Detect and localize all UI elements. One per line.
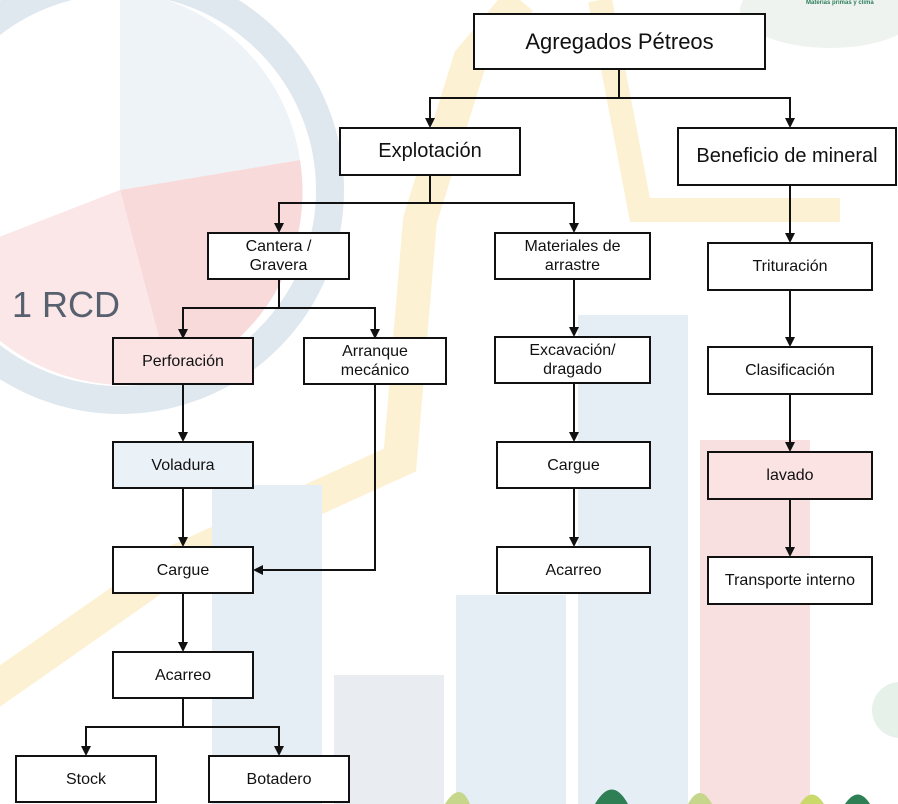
decor-bar-5 xyxy=(700,440,810,804)
leaf-icon xyxy=(845,794,870,804)
arrow-root-beneficio xyxy=(619,97,795,128)
node-clasificacion: Clasificación xyxy=(707,346,873,395)
arrow-root-explotacion xyxy=(425,69,620,128)
arrow-cantera-arranque xyxy=(279,307,380,339)
logo-caption: Materias primas y clima xyxy=(806,0,874,6)
node-explotacion: Explotación xyxy=(339,127,521,176)
node-acarreo-materiales: Acarreo xyxy=(496,546,651,594)
node-beneficio-de-mineral: Beneficio de mineral xyxy=(677,127,897,186)
node-cargue-materiales: Cargue xyxy=(496,441,651,489)
node-acarreo-cantera: Acarreo xyxy=(112,651,254,699)
node-cantera-gravera: Cantera / Gravera xyxy=(207,232,350,280)
decor-slice-a xyxy=(120,0,300,190)
node-voladura: Voladura xyxy=(112,441,254,489)
decor-bar-2 xyxy=(334,675,444,804)
node-cargue-cantera: Cargue xyxy=(112,546,254,594)
node-trituracion: Trituración xyxy=(707,242,873,291)
decor-slice-c xyxy=(0,190,170,386)
leaf-icon xyxy=(800,794,824,804)
leaf-icon xyxy=(688,793,712,804)
node-agregados-petreos: Agregados Pétreos xyxy=(473,13,766,70)
arrow-explotacion-materiales xyxy=(430,202,579,233)
decor-bar-3 xyxy=(456,595,566,804)
node-excavacion-dragado: Excavación/ dragado xyxy=(494,336,651,384)
decor-top-shape xyxy=(740,0,898,48)
node-lavado: lavado xyxy=(707,451,873,500)
decor-ring xyxy=(0,0,344,414)
arrow-arranque-cargue xyxy=(253,385,376,575)
leaf-icon xyxy=(445,792,470,804)
node-transporte-interno: Transporte interno xyxy=(707,556,873,605)
leaf-icon xyxy=(595,789,628,804)
node-materiales-de-arrastre: Materiales de arrastre xyxy=(494,232,651,280)
node-stock: Stock xyxy=(15,755,157,803)
arrow-acarreo-stock xyxy=(81,699,184,756)
node-botadero: Botadero xyxy=(208,755,350,803)
decor-bar-1 xyxy=(212,485,322,804)
decor-dot xyxy=(872,682,898,738)
node-arranque-mecanico: Arranque mecánico xyxy=(303,337,447,385)
node-perforacion: Perforación xyxy=(112,337,254,385)
arrow-acarreo-botadero xyxy=(183,726,284,756)
arrow-cantera-perforacion xyxy=(178,279,280,339)
decor-trend-line-2 xyxy=(588,0,840,222)
side-label: 1 RCD xyxy=(12,284,121,325)
arrow-explotacion-cantera xyxy=(274,175,431,233)
